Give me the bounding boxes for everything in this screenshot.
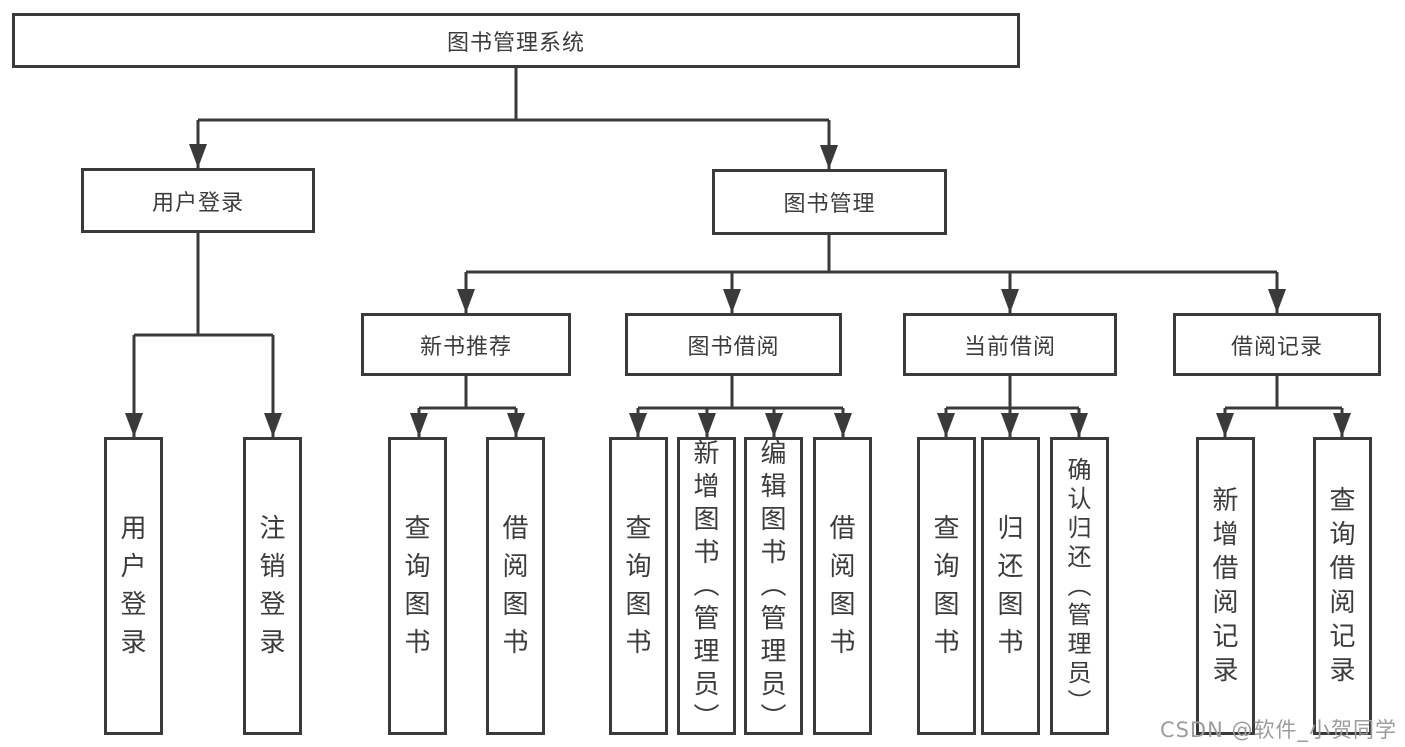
arrow-down-icon [1070, 413, 1088, 437]
arrow-down-icon [723, 289, 741, 313]
arrow-down-icon [264, 413, 282, 437]
node-borrow-records: 借阅记录 [1173, 313, 1381, 376]
leaf-user-login: 用 户 登 录 [104, 437, 163, 735]
arrow-down-icon [820, 145, 838, 169]
node-current-borrow: 当前借阅 [903, 313, 1117, 376]
arrow-down-icon [410, 413, 428, 437]
arrow-down-icon [189, 144, 207, 168]
leaf-borrow-books: 借 阅 图 书 [813, 437, 872, 735]
arrow-down-icon [1333, 413, 1351, 437]
arrow-down-icon [1001, 289, 1019, 313]
arrow-down-icon [937, 413, 955, 437]
leaf-query-books-recommend: 查 询 图 书 [388, 437, 447, 735]
connector-line [417, 375, 518, 437]
arrow-down-icon [834, 413, 852, 437]
arrow-down-icon [125, 413, 143, 437]
arrow-down-icon [1001, 413, 1019, 437]
leaf-query-books-current: 查 询 图 书 [917, 437, 976, 735]
node-root-system: 图书管理系统 [12, 13, 1020, 68]
csdn-watermark: CSDN @软件_小贺同学 [1159, 718, 1397, 742]
leaf-confirm-return-admin: 确 认 归 还 ︵ 管 理 员 ︶ [1050, 437, 1109, 735]
node-user-login-branch: 用户登录 [81, 168, 315, 233]
connector-line [636, 375, 845, 437]
arrow-down-icon [1268, 289, 1286, 313]
connector-line [132, 233, 275, 437]
leaf-return-books: 归 还 图 书 [981, 437, 1040, 735]
leaf-add-books-admin: 新 增 图 书 ︵ 管 理 员 ︶ [677, 437, 736, 735]
leaf-edit-books-admin: 编 辑 图 书 ︵ 管 理 员 ︶ [744, 437, 803, 735]
arrow-down-icon [698, 413, 716, 437]
node-new-book-recommend: 新书推荐 [361, 313, 571, 376]
connector-line [1223, 375, 1344, 437]
node-book-management-branch: 图书管理 [712, 169, 947, 235]
leaf-add-borrow-record: 新 增 借 阅 记 录 [1196, 437, 1255, 735]
connector-line [196, 68, 831, 169]
leaf-logout: 注 销 登 录 [243, 437, 302, 735]
arrow-down-icon [507, 413, 525, 437]
arrow-down-icon [629, 413, 647, 437]
arrow-down-icon [457, 289, 475, 313]
leaf-query-books-borrow: 查 询 图 书 [609, 437, 668, 735]
leaf-borrow-books-recommend: 借 阅 图 书 [486, 437, 545, 735]
node-book-borrow: 图书借阅 [625, 313, 842, 376]
connector-line [464, 235, 1279, 313]
leaf-query-borrow-record: 查 询 借 阅 记 录 [1313, 437, 1372, 735]
arrow-down-icon [765, 413, 783, 437]
arrow-down-icon [1216, 413, 1234, 437]
